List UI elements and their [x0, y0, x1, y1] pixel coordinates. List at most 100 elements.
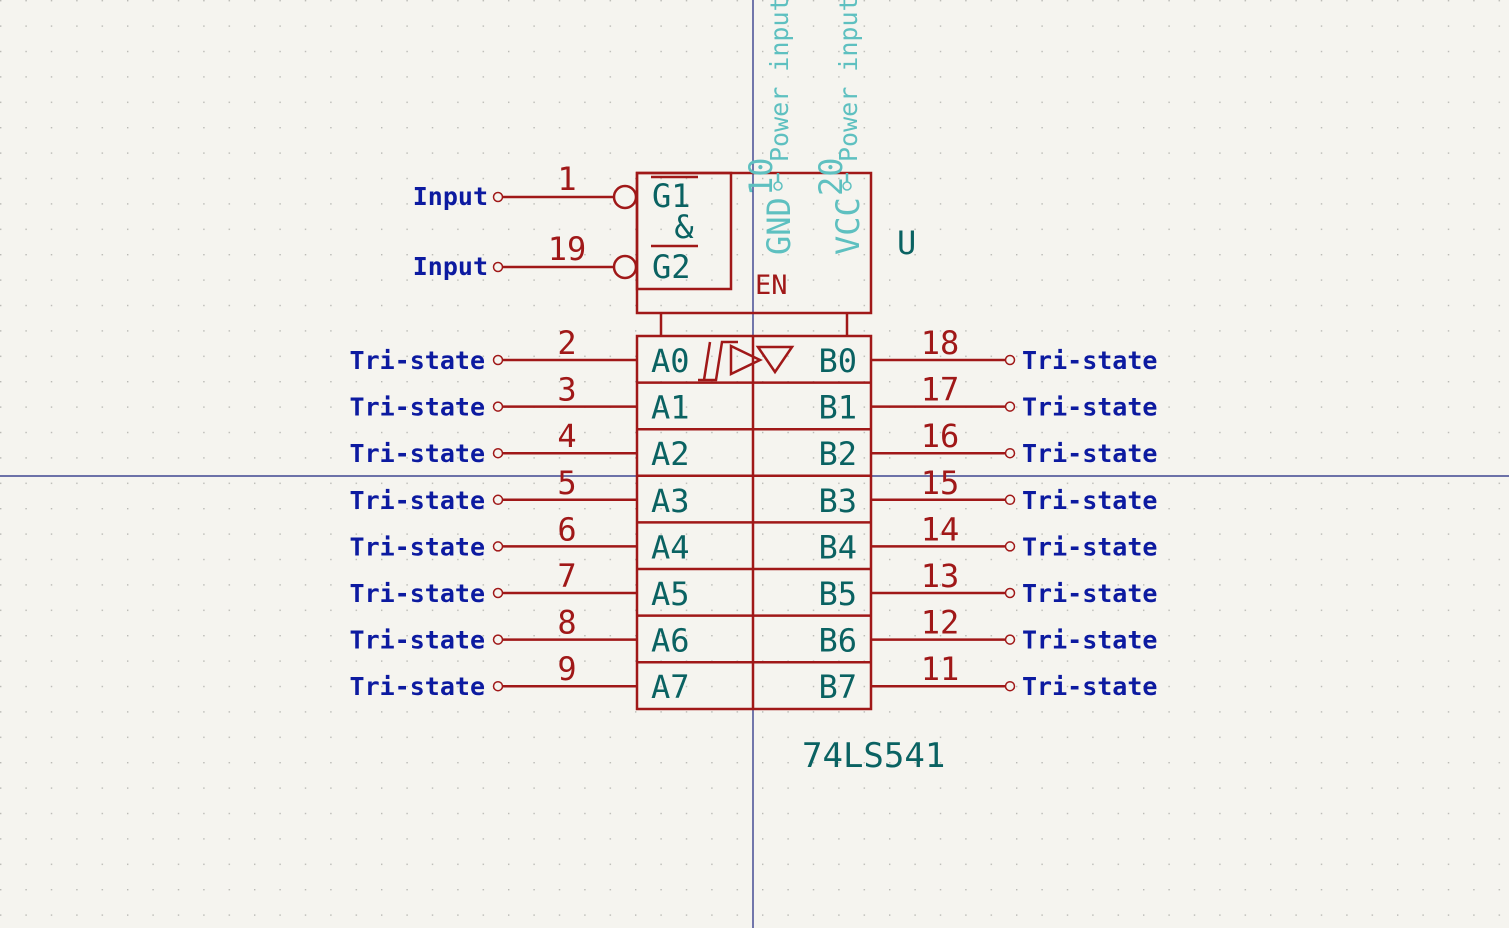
power-pin-type: Power input [834, 0, 863, 162]
pin-name: G1 [652, 177, 691, 215]
pin-end-dot [492, 447, 504, 459]
inversion-bubble-icon [612, 184, 638, 210]
pin-end-dot [1004, 447, 1016, 459]
pin-type: Tri-state [350, 486, 485, 515]
pin-name: A6 [651, 622, 690, 660]
pin-end-dot [492, 494, 504, 506]
pin-name: B0 [818, 342, 857, 380]
pin-type: Tri-state [350, 626, 485, 655]
pin-number: 14 [921, 510, 960, 548]
pin-end-dot [1004, 680, 1016, 692]
pin-number: 13 [921, 557, 960, 595]
pin-end-dot [492, 191, 504, 203]
power-pin-name: GND [760, 197, 798, 255]
pin-name: G2 [652, 248, 691, 286]
component-value[interactable]: 74LS541 [802, 736, 945, 776]
pin-name: B2 [818, 435, 857, 473]
pin-type: Tri-state [1022, 346, 1157, 375]
power-pin-gnd[interactable]: GND 10 Power input [742, 0, 798, 255]
tristate-triangle-icon [755, 345, 795, 375]
enable-label: EN [755, 270, 788, 301]
pin-type: Tri-state [350, 579, 485, 608]
pin-end-dot [492, 541, 504, 552]
pin-type: Tri-state [350, 439, 485, 468]
pin-name: A3 [651, 482, 690, 520]
buffer-body[interactable] [635, 334, 873, 711]
pin-number: 5 [557, 464, 576, 502]
pin-number: 4 [557, 417, 576, 455]
and-gate-box [635, 171, 733, 291]
pin-type: Tri-state [1022, 579, 1157, 608]
pin-type: Tri-state [1022, 626, 1157, 655]
buffer-triangle-icon [729, 344, 763, 376]
pin-number: 9 [557, 650, 576, 688]
pin-end-dot [1004, 401, 1016, 412]
pin-name: A5 [651, 575, 690, 613]
pin-end-dot [1004, 541, 1016, 552]
enable-pin-g2[interactable]: 19 Input G2 [413, 230, 698, 286]
power-pin-dot [842, 181, 852, 191]
pin-end-dot [492, 680, 504, 692]
power-pin-type: Power input [765, 0, 794, 162]
power-pin-vcc[interactable]: VCC 20 Power input [812, 0, 867, 255]
pin-end-dot [492, 634, 504, 645]
pin-type: Input [413, 252, 488, 281]
pin-end-dot [1004, 587, 1016, 599]
pin-number: 1 [557, 160, 576, 198]
pin-name: A0 [651, 342, 690, 380]
pin-type: Tri-state [1022, 672, 1157, 701]
pin-end-dot [1004, 494, 1016, 506]
pin-end-dot [492, 401, 504, 412]
power-pin-name: VCC [829, 197, 867, 255]
pin-name: A4 [651, 528, 690, 566]
reference-designator[interactable]: U [897, 224, 916, 262]
pin-type: Tri-state [350, 532, 485, 561]
enable-pin-g1[interactable]: 1 Input G1 [413, 160, 698, 215]
pin-type: Tri-state [1022, 393, 1157, 422]
pin-number: 11 [921, 650, 960, 688]
power-pin-number: 10 [742, 157, 780, 196]
enable-block[interactable]: & EN [635, 171, 873, 336]
pin-end-dot [492, 587, 504, 599]
pin-type: Tri-state [1022, 532, 1157, 561]
pin-number: 17 [921, 371, 960, 409]
pin-name: B4 [818, 528, 857, 566]
pin-name: B7 [818, 668, 857, 706]
pin-name: B3 [818, 482, 857, 520]
pin-end-dot [492, 261, 504, 273]
pin-number: 12 [921, 604, 960, 642]
pin-name: B5 [818, 575, 857, 613]
pin-name: B6 [818, 622, 857, 660]
pin-name: A7 [651, 668, 690, 706]
pin-end-dot [1004, 354, 1016, 366]
pin-number: 8 [557, 604, 576, 642]
pin-type: Input [413, 182, 488, 211]
power-pin-number: 20 [812, 157, 850, 196]
schmitt-trigger-icon [698, 340, 738, 382]
pin-number: 6 [557, 510, 576, 548]
pin-name: A1 [651, 389, 690, 427]
pin-type: Tri-state [1022, 439, 1157, 468]
pin-number: 15 [921, 464, 960, 502]
pin-number: 3 [557, 371, 576, 409]
pin-type: Tri-state [1022, 486, 1157, 515]
